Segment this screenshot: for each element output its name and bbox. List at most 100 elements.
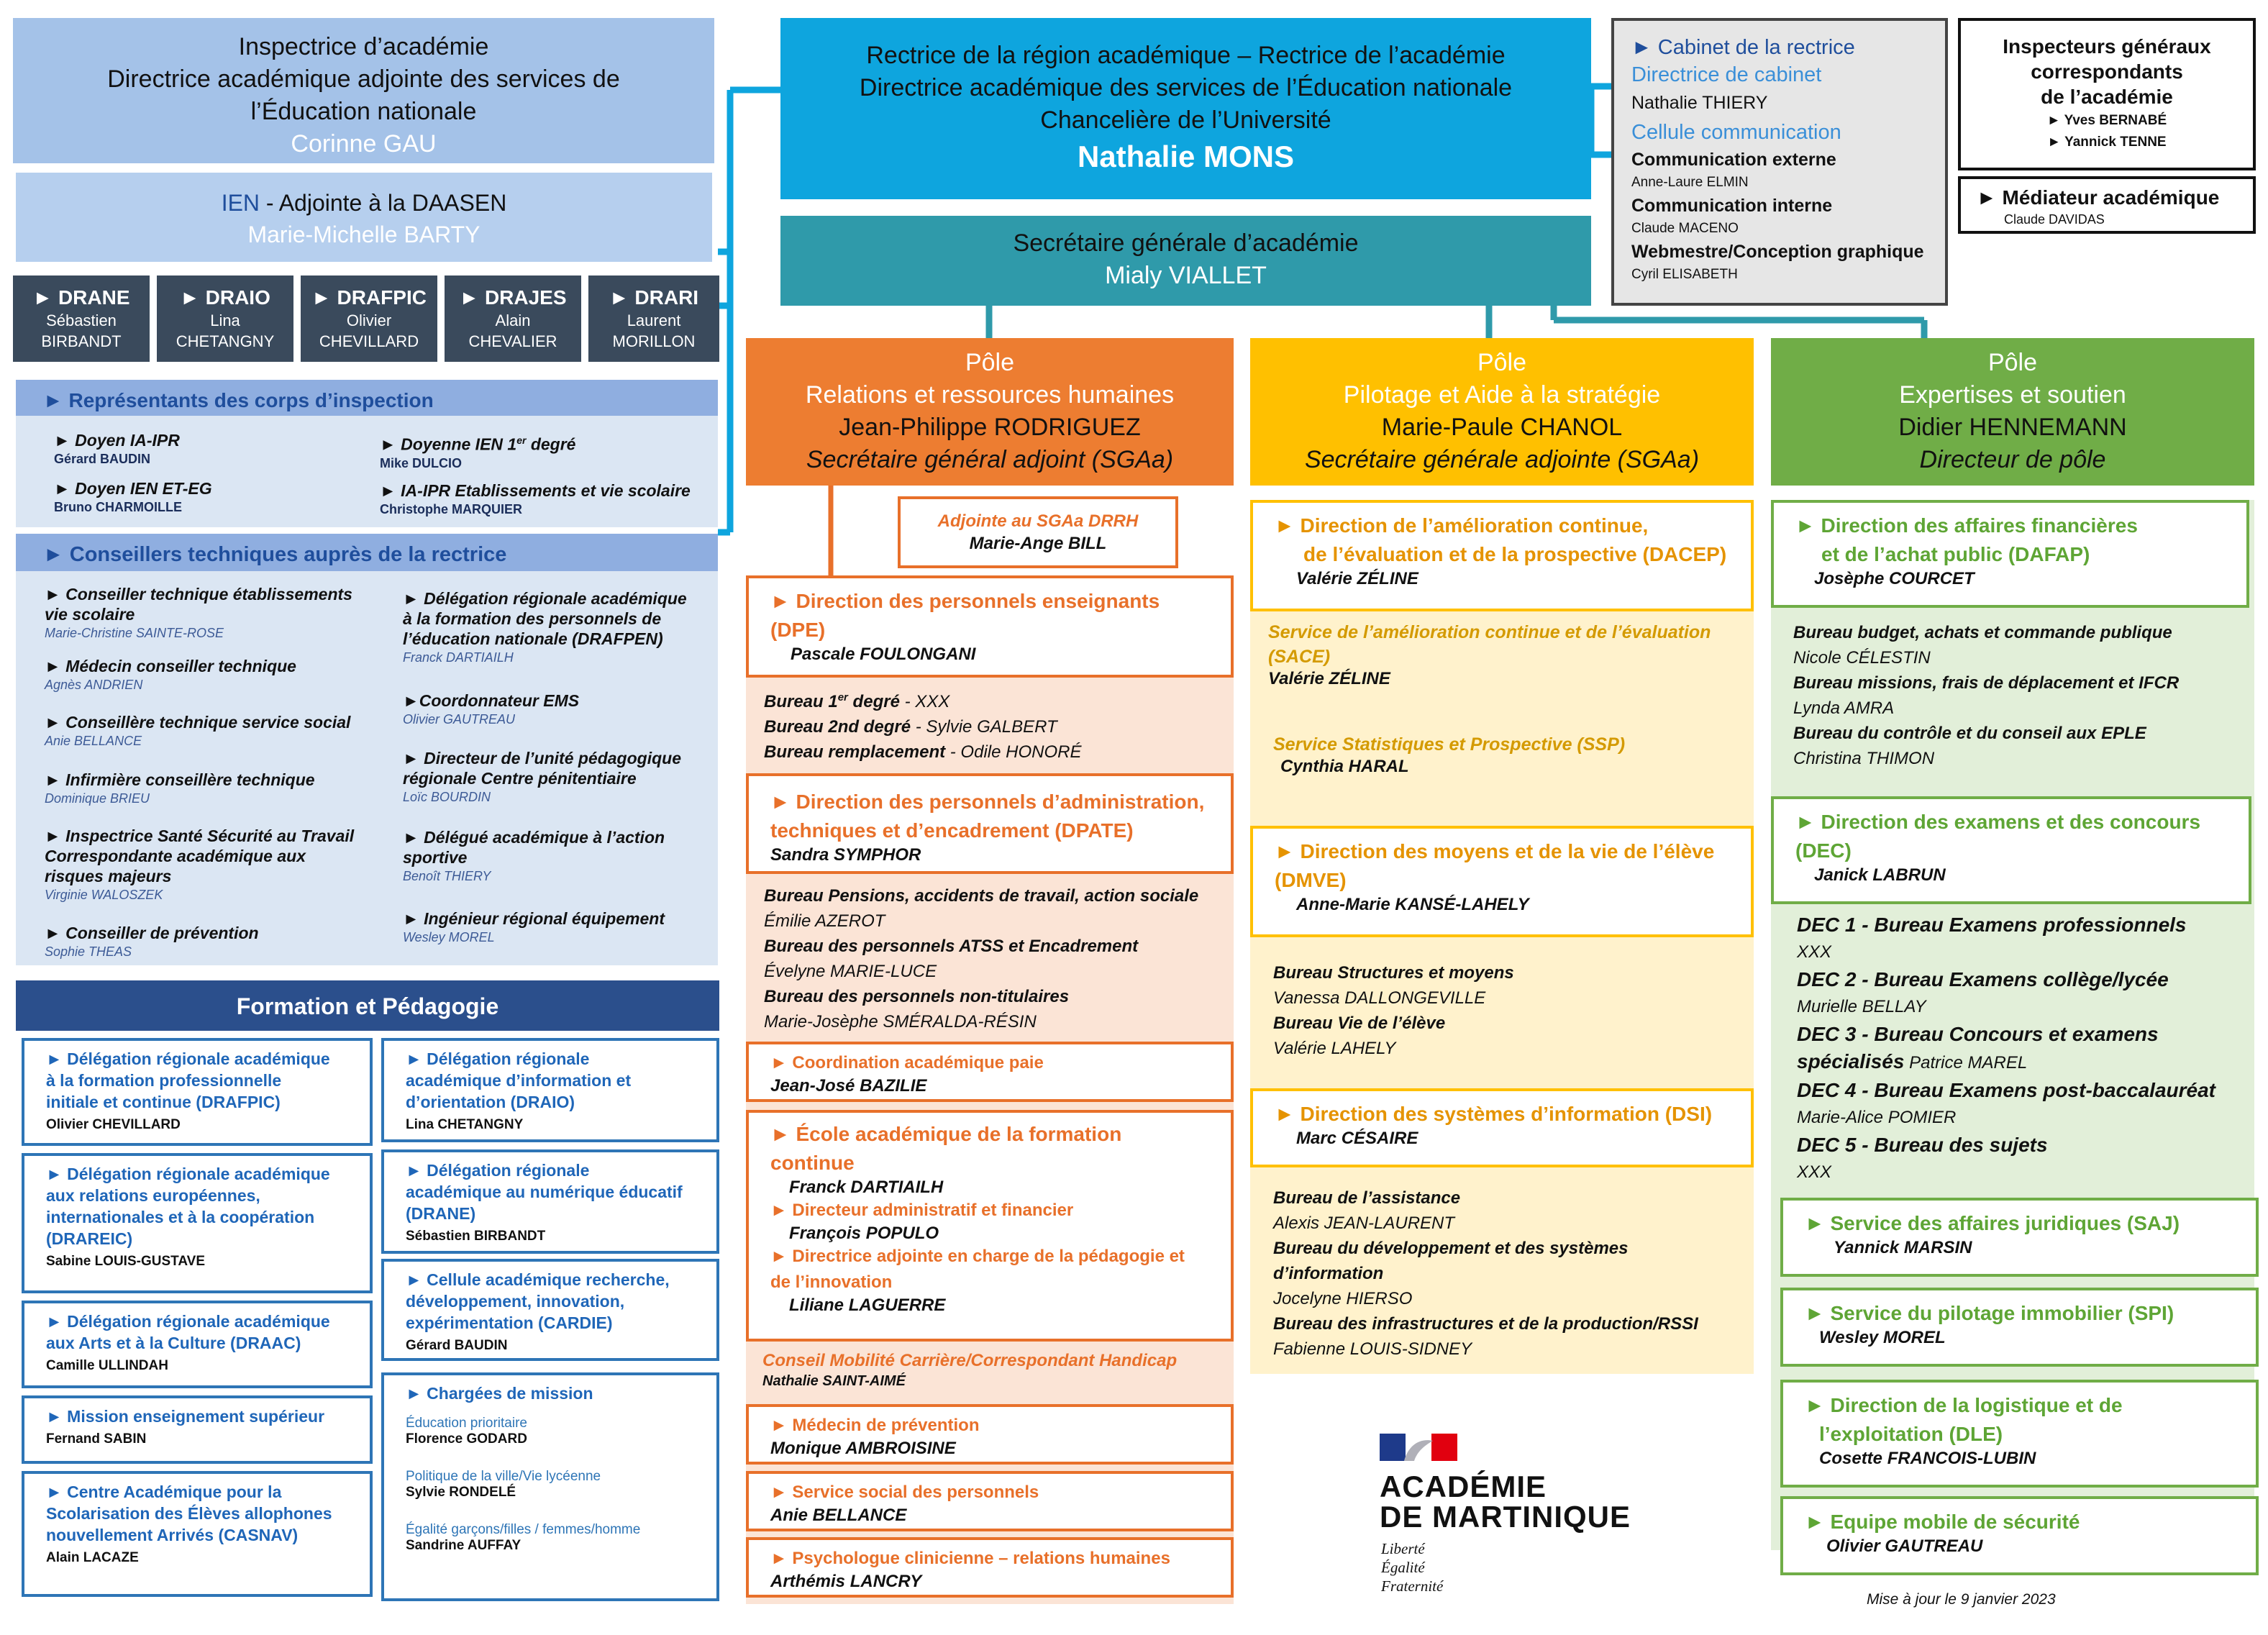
pole-pilotage-label: Pôle <box>1477 349 1527 376</box>
dec-bureaux: DEC 1 - Bureau Examens professionnels XX… <box>1797 914 2215 1182</box>
ecole-name: Franck DARTIAILH <box>789 1178 944 1197</box>
conseiller-title: sportive <box>403 848 468 867</box>
inspectrice-line1: Inspectrice d’académie <box>238 33 489 60</box>
social-name: Anie BELLANCE <box>770 1506 907 1525</box>
conseiller-name: Dominique BRIEU <box>45 791 150 806</box>
dmve-box: ► Direction des moyens et de la vie de l… <box>1250 826 1754 937</box>
conseiller-title: régionale Centre pénitentiaire <box>403 769 637 788</box>
conseillers-panel <box>16 534 718 965</box>
delegate-code: ► DRANE <box>32 286 130 309</box>
adjointe-box: Adjointe au SGAa DRRH Marie-Ange BILL <box>898 496 1178 568</box>
rectrice-line1: Rectrice de la région académique – Rectr… <box>866 42 1506 69</box>
formation-name: Olivier CHEVILLARD <box>46 1117 181 1132</box>
dafap-title: ► Direction des affaires financières <box>1795 514 2138 537</box>
formation-title: ► Délégation régionale académique <box>46 1312 330 1331</box>
dpate-title: ► Direction des personnels d’administrat… <box>770 791 1205 813</box>
formation-name: Alain LACAZE <box>46 1550 139 1565</box>
psy-name: Arthémis LANCRY <box>770 1572 922 1591</box>
conseiller-title: ► Infirmière conseillère technique <box>45 770 315 789</box>
conseiller-title: ► Directeur de l’unité pédagogique <box>403 749 681 768</box>
inspecteur-name: ► Yves BERNABÉ <box>2046 113 2167 128</box>
dap-name: Liliane LAGUERRE <box>789 1295 946 1315</box>
conseil-mobilite: Conseil Mobilité Carrière/Correspondant … <box>762 1351 1178 1389</box>
paie-box: ► Coordination académique paie Jean-José… <box>746 1042 1234 1102</box>
pole-pilotage-header: Pôle Pilotage et Aide à la stratégie Mar… <box>1250 338 1754 486</box>
delegate-code: ► DRARI <box>609 286 699 309</box>
conseiller-title: ►Coordonnateur EMS <box>403 691 580 710</box>
spi-title: ► Service du pilotage immobilier (SPI) <box>1805 1302 2174 1324</box>
dafap-name: Josèphe COURCET <box>1814 569 1975 588</box>
dpe-code: (DPE) <box>770 619 826 641</box>
dle-box: ► Direction de la logistique et de l’exp… <box>1780 1380 2259 1488</box>
dpe-bureaux: Bureau 1er degré - XXX Bureau 2nd degré … <box>764 691 1082 762</box>
delegate-first: Sébastien <box>46 311 117 329</box>
formation-title: ► Centre Académique pour la <box>46 1483 282 1501</box>
pole-rh-header: Pôle Relations et ressources humaines Je… <box>746 338 1234 486</box>
bureau-name: Évelyne MARIE-LUCE <box>764 962 937 981</box>
paie-name: Jean-José BAZILIE <box>770 1076 927 1096</box>
formation-name: Sabine LOUIS-GUSTAVE <box>46 1254 205 1269</box>
bureau-name: Vanessa DALLONGEVILLE <box>1273 988 1486 1008</box>
pole-rh-label: Pôle <box>965 349 1015 376</box>
rectrice-line2: Directrice académique des services de l’… <box>859 74 1513 101</box>
dec-name: Janick LABRUN <box>1814 865 1946 885</box>
inspecteurs-line1: Inspecteurs généraux <box>2003 35 2211 58</box>
formation-title: académique d’information et <box>406 1071 632 1090</box>
dec-box: ► Direction des examens et des concours … <box>1771 796 2251 904</box>
bureau-title: Bureau des personnels ATSS et Encadremen… <box>764 937 1139 956</box>
inspecteur-name: ► Yannick TENNE <box>2047 135 2167 150</box>
logo-line2: DE MARTINIQUE <box>1380 1500 1631 1534</box>
mission-name: Sandrine AUFFAY <box>406 1538 522 1553</box>
formation-title: nouvellement Arrivés (CASNAV) <box>46 1526 299 1544</box>
conseiller-name: Agnès ANDRIEN <box>45 678 143 692</box>
formation-title: expérimentation (CARDIE) <box>406 1313 613 1332</box>
formation-name: Sébastien BIRBANDT <box>406 1229 546 1244</box>
pole-expertises-title: Expertises et soutien <box>1899 381 2126 409</box>
mediateur-box: ► Médiateur académique Claude DAVIDAS <box>1958 176 2256 234</box>
conseiller-name: Franck DARTIAILH <box>403 650 514 665</box>
sg-box: Secrétaire générale d’académie Mialy VIA… <box>780 216 1591 306</box>
formation-title: académique au numérique éducatif <box>406 1183 683 1201</box>
inspecteurs-line3: de l’académie <box>2041 86 2173 108</box>
formation-name: Lina CHETANGNY <box>406 1117 524 1132</box>
mission-topic: Éducation prioritaire <box>406 1416 527 1431</box>
conseiller-name: Virginie WALOSZEK <box>45 888 163 902</box>
dacep-name: Valérie ZÉLINE <box>1296 569 1418 588</box>
sg-name: Mialy VIALLET <box>1105 262 1267 289</box>
pole-expertises-role: Directeur de pôle <box>1919 446 2106 473</box>
bureau-title: Bureau du contrôle et du conseil aux EPL… <box>1793 724 2146 743</box>
ems-name: Olivier GAUTREAU <box>1826 1536 1983 1556</box>
delegate-last: CHEVILLARD <box>319 332 419 350</box>
dsi-title: ► Direction des systèmes d’information (… <box>1275 1103 1713 1125</box>
sace-box: Service de l’amélioration continue et de… <box>1268 622 1711 688</box>
dmve-name: Anne-Marie KANSÉ-LAHELY <box>1296 895 1529 914</box>
delegate-first: Olivier <box>346 311 392 329</box>
dpate-box: ► Direction des personnels d’administrat… <box>746 773 1234 874</box>
formation-title: ► Délégation régionale académique <box>46 1165 330 1183</box>
inspecteurs-box: Inspecteurs généraux correspondants de l… <box>1958 18 2256 170</box>
conseiller-name: Wesley MOREL <box>403 930 495 944</box>
social-box: ► Service social des personnels Anie BEL… <box>746 1471 1234 1531</box>
pole-expertises-header: Pôle Expertises et soutien Didier HENNEM… <box>1771 338 2254 486</box>
delegate-code: ► DRAIO <box>180 286 270 309</box>
spi-box: ► Service du pilotage immobilier (SPI) W… <box>1780 1288 2259 1367</box>
inspectrice-name: Corinne GAU <box>291 130 437 158</box>
delegate-first: Alain <box>495 311 531 329</box>
cabinet-item-name: Cyril ELISABETH <box>1631 267 1738 282</box>
delegate-first: Laurent <box>627 311 681 329</box>
pole-pilotage-title: Pilotage et Aide à la stratégie <box>1343 381 1661 409</box>
pole-rh-role: Secrétaire général adjoint (SGAa) <box>806 446 1174 473</box>
rectrice-box: Rectrice de la région académique – Rectr… <box>780 18 1591 199</box>
dacep-box: ► Direction de l’amélioration continue, … <box>1250 500 1754 611</box>
